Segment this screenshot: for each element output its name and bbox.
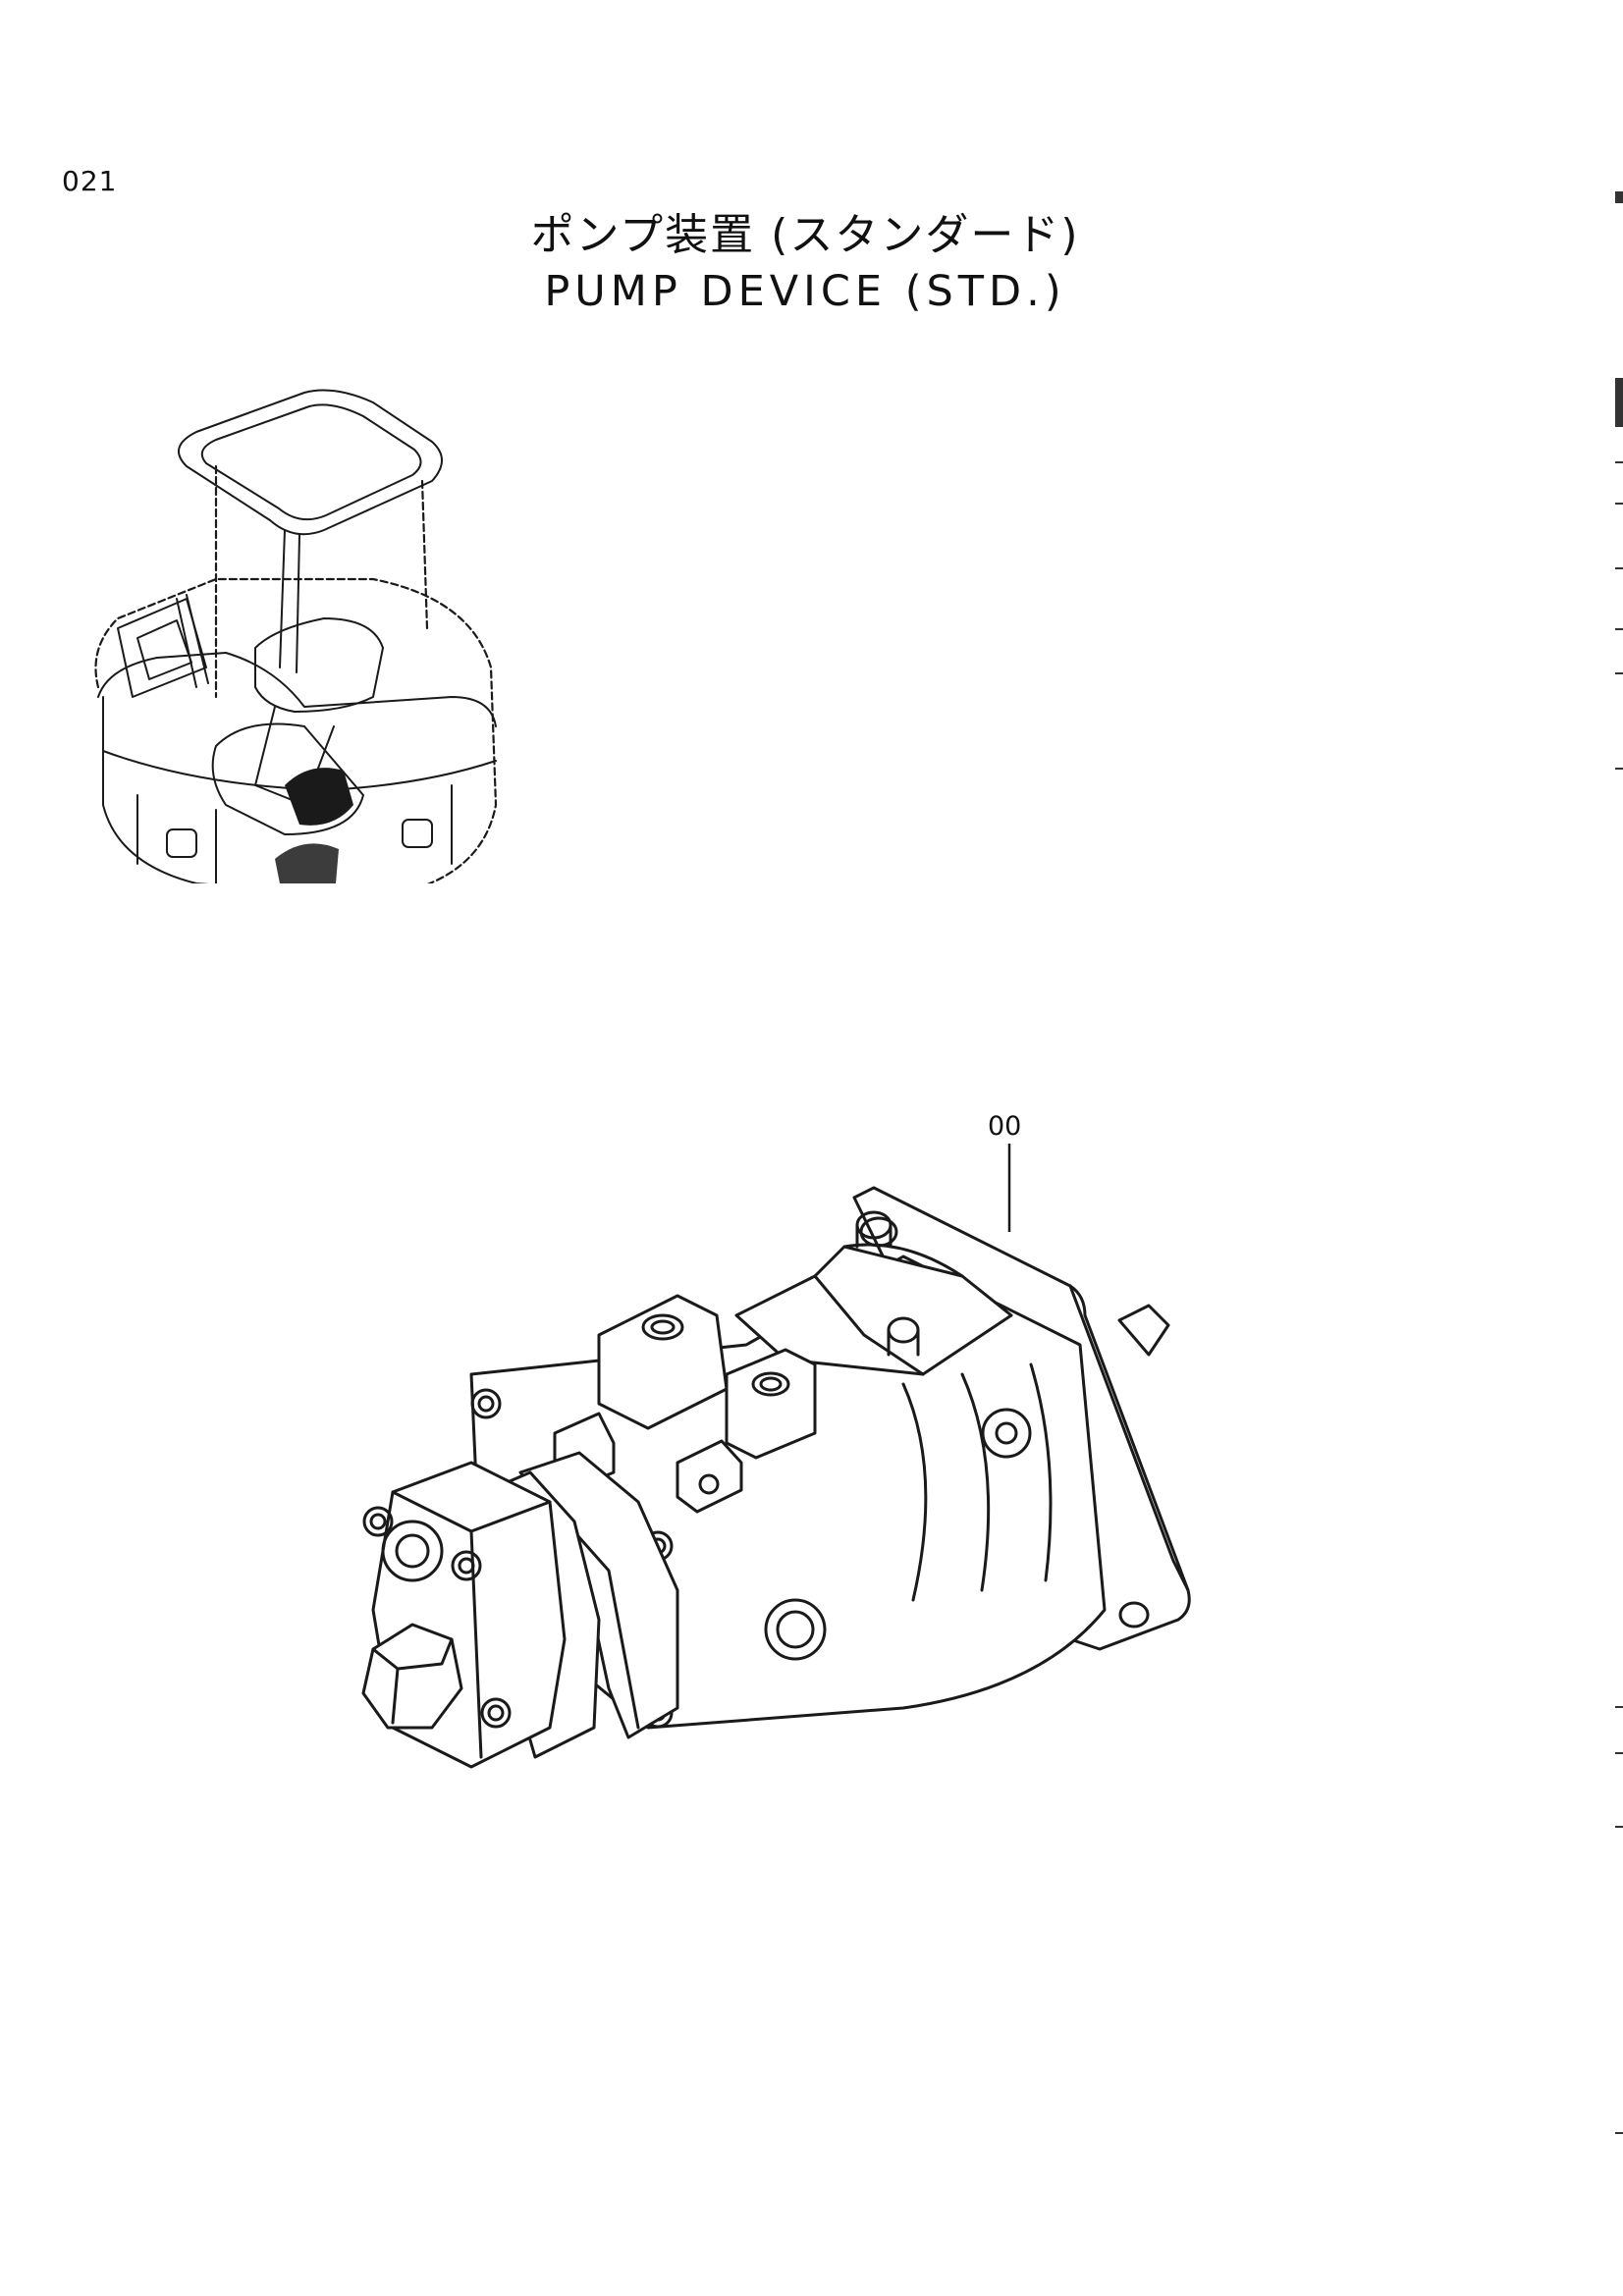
title-english: PUMP DEVICE (STD.) <box>544 267 1066 316</box>
edge-mark <box>1615 1826 1623 1828</box>
edge-mark <box>1615 191 1623 203</box>
machine-location-icon <box>94 389 498 883</box>
edge-mark <box>1615 672 1623 674</box>
title-japanese: ポンプ装置 (スタンダード) <box>530 210 1080 260</box>
edge-mark <box>1615 628 1623 630</box>
callout-label-00: 00 <box>988 1111 1022 1142</box>
edge-mark <box>1615 461 1623 463</box>
title-block: ポンプ装置 (スタンダード) PUMP DEVICE (STD.) <box>422 208 1188 320</box>
edge-mark <box>1615 2132 1623 2134</box>
edge-mark <box>1615 378 1623 427</box>
pump-assembly-illustration <box>361 1186 1191 1769</box>
edge-mark <box>1615 1752 1623 1754</box>
callout-leader-line <box>1007 1144 1011 1232</box>
edge-mark <box>1615 1706 1623 1708</box>
edge-mark <box>1615 567 1623 569</box>
edge-mark <box>1615 768 1623 770</box>
edge-mark <box>1615 503 1623 505</box>
page-number: 021 <box>62 165 118 197</box>
